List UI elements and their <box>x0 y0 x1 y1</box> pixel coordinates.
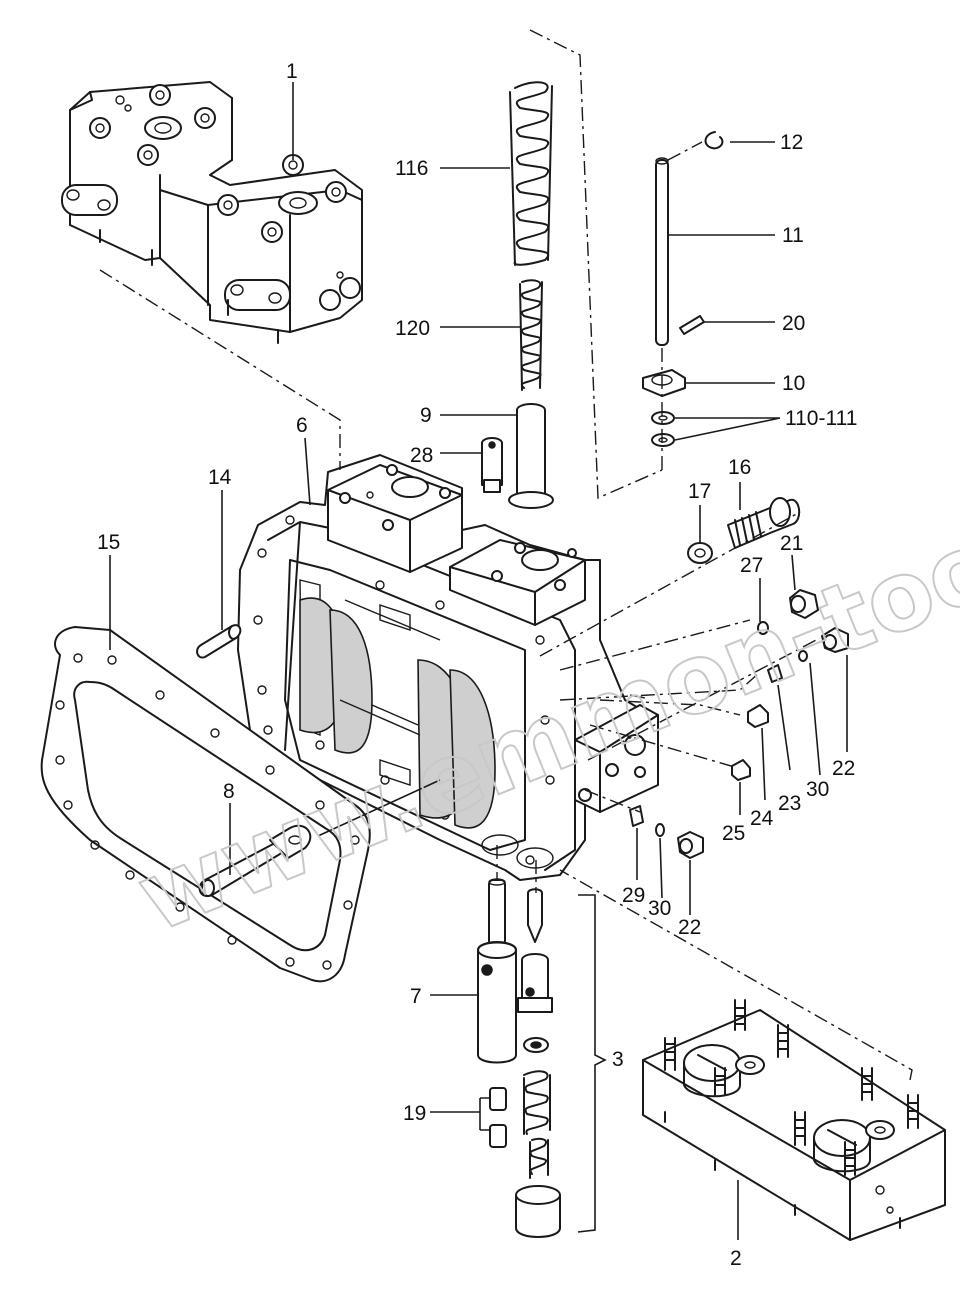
label-6: 6 <box>296 414 308 437</box>
part-29-screw <box>629 805 644 827</box>
part-7-piston <box>477 845 517 1064</box>
label-8: 8 <box>223 780 235 803</box>
label-25: 25 <box>722 822 745 845</box>
part-30-oring-lower <box>655 823 665 837</box>
part-24-screw <box>747 704 769 728</box>
part-110-111-shims <box>651 348 675 470</box>
part-28-plunger <box>481 437 503 493</box>
axis-line-spring <box>529 29 663 500</box>
label-116: 116 <box>395 157 428 180</box>
label-21: 21 <box>780 532 803 555</box>
part-120-small-spring <box>519 279 543 391</box>
part-20-pin <box>679 315 705 335</box>
part-9-sleeve <box>508 403 554 509</box>
part-19-pins <box>489 1087 507 1148</box>
label-29: 29 <box>622 884 645 907</box>
label-10: 10 <box>782 372 805 395</box>
part-3-valve-stack <box>515 860 561 1238</box>
part-116-large-spring <box>509 81 553 266</box>
label-2: 2 <box>730 1247 742 1270</box>
part-27-oring <box>757 621 769 635</box>
label-11: 11 <box>782 224 804 247</box>
label-120: 120 <box>395 317 430 340</box>
label-24: 24 <box>750 807 774 830</box>
part-30-oring-upper <box>798 650 808 662</box>
label-22-lower: 22 <box>678 916 701 939</box>
label-22-upper: 22 <box>832 757 855 780</box>
label-3: 3 <box>612 1048 624 1071</box>
leader-lines <box>109 82 848 1240</box>
assembly-axes <box>99 269 821 813</box>
label-30-lower: 30 <box>648 897 671 920</box>
part-25-screw <box>731 759 751 781</box>
part-10-washer <box>642 369 686 397</box>
part-23-screw <box>767 664 783 683</box>
part-6-housing <box>237 454 659 881</box>
part-1-valve-block <box>61 81 363 344</box>
part-labels: 1 116 120 9 28 6 14 15 8 7 19 3 2 12 11 … <box>97 60 857 1270</box>
label-27: 27 <box>740 554 763 577</box>
part-21-plug <box>789 589 819 619</box>
label-14: 14 <box>208 466 232 489</box>
part-17-washer <box>687 542 713 564</box>
part-8-shaft <box>198 779 441 898</box>
part-22-plug-upper <box>821 627 849 653</box>
label-30-upper: 30 <box>806 778 829 801</box>
label-12: 12 <box>780 131 803 154</box>
label-9: 9 <box>420 404 432 427</box>
label-19: 19 <box>403 1102 426 1125</box>
label-7: 7 <box>410 985 422 1008</box>
part-12-clip <box>667 131 724 161</box>
label-16: 16 <box>728 456 751 479</box>
part-16-bolt <box>727 497 801 549</box>
label-17: 17 <box>688 480 711 503</box>
label-28: 28 <box>410 444 433 467</box>
part-22-plug-lower <box>677 831 704 859</box>
label-15: 15 <box>97 531 120 554</box>
part-15-gasket <box>40 626 371 983</box>
part-14-dowel <box>196 624 242 659</box>
label-20: 20 <box>782 312 805 335</box>
part-11-rod <box>655 157 669 346</box>
label-1: 1 <box>286 60 298 83</box>
label-23: 23 <box>778 792 801 815</box>
label-110-111: 110-111 <box>785 407 857 430</box>
part-2-cover-plate <box>559 869 946 1241</box>
